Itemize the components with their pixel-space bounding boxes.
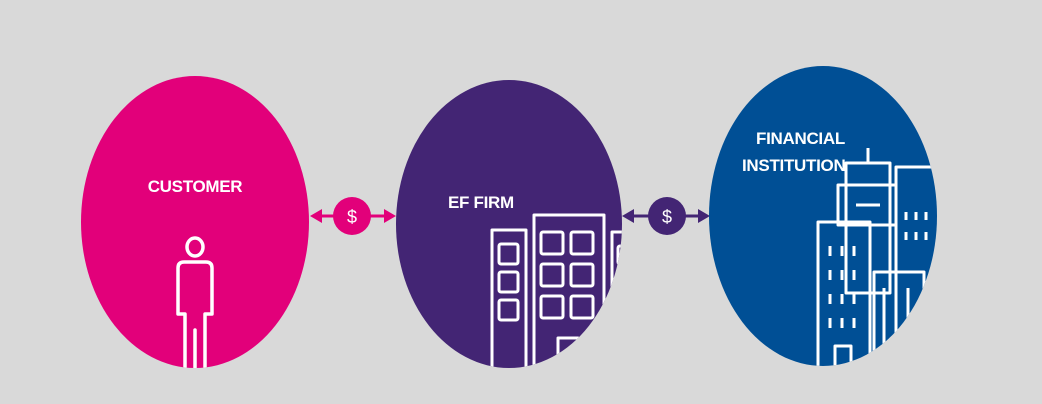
- arrow-left-icon: [310, 209, 322, 223]
- node-customer: CUSTOMER: [81, 76, 309, 368]
- financial-institution-label-line-2: INSTITUTION: [742, 156, 845, 175]
- money-label: $: [662, 207, 672, 227]
- customer-label: CUSTOMER: [148, 177, 243, 196]
- arrow-left-icon: [622, 209, 634, 223]
- money-badge: [333, 197, 371, 235]
- money-badge: [648, 197, 686, 235]
- arrow-right-icon: [698, 209, 710, 223]
- connector-ef-firm-financial-institution: $: [622, 197, 710, 235]
- connector-customer-ef-firm: $: [310, 197, 396, 235]
- financial-institution-circle: [709, 66, 937, 366]
- ef-firm-label: EF FIRM: [448, 193, 514, 212]
- skyscrapers-icon: [816, 148, 937, 366]
- node-financial-institution: FINANCIAL INSTITUTION: [709, 66, 937, 366]
- arrow-right-icon: [384, 209, 396, 223]
- person-icon: [176, 236, 214, 368]
- ef-firm-circle: [396, 80, 622, 368]
- financial-institution-label-line-1: FINANCIAL: [756, 129, 845, 148]
- node-ef-firm: EF FIRM: [396, 80, 622, 368]
- money-label: $: [347, 207, 357, 227]
- customer-circle: [81, 76, 309, 368]
